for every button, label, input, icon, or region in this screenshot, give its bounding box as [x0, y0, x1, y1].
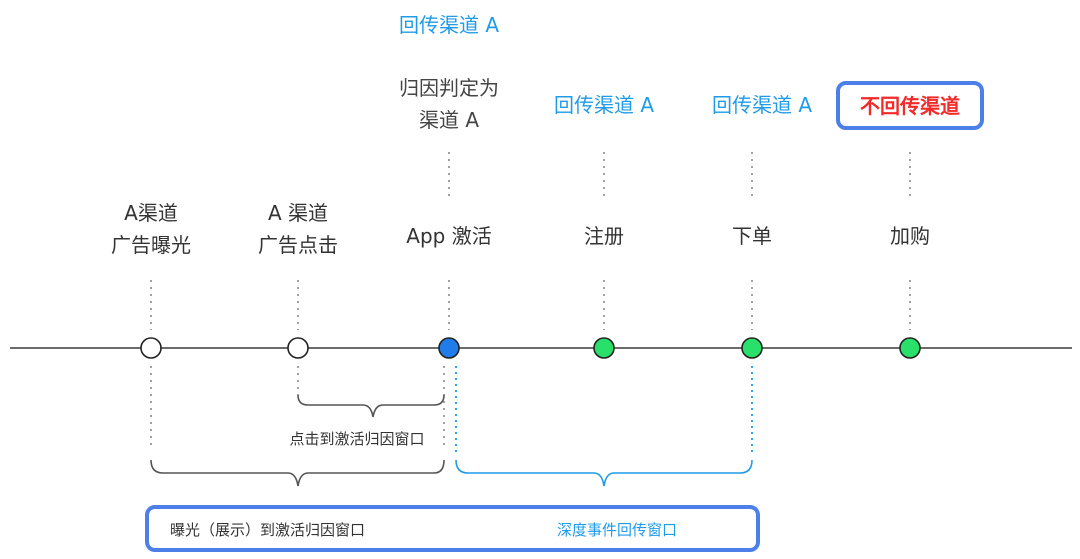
- activation-node: [438, 337, 460, 359]
- activation-status-line-2: 渠道 A: [419, 108, 479, 132]
- order-node: [741, 337, 763, 359]
- activation-return-label: 回传渠道 A: [399, 13, 499, 37]
- add-to-cart-node: [899, 337, 921, 359]
- activation-status-line-1: 归因判定为: [399, 76, 499, 100]
- exposure-label-line-1: A渠道: [124, 201, 178, 225]
- deep-event-window-brace: [455, 459, 753, 487]
- windows-summary-box: [145, 505, 760, 552]
- activation-label: App 激活: [406, 224, 491, 248]
- add-to-cart-label: 加购: [890, 224, 930, 248]
- deep-event-window-label: 深度事件回传窗口: [557, 521, 677, 539]
- order-status-label: 回传渠道 A: [712, 93, 812, 117]
- exposure-window-label: 曝光（展示）到激活归因窗口: [170, 521, 365, 539]
- click-label-line-2: 广告点击: [258, 233, 338, 257]
- register-status-label: 回传渠道 A: [554, 93, 654, 117]
- exposure-label-line-2: 广告曝光: [111, 233, 191, 257]
- exposure-node: [140, 337, 162, 359]
- exposure-window-brace: [150, 459, 445, 487]
- register-label: 注册: [584, 224, 624, 248]
- click-window-brace: [297, 394, 445, 418]
- order-label: 下单: [732, 224, 772, 248]
- click-window-label: 点击到激活归因窗口: [289, 430, 424, 448]
- no-return-box: [836, 81, 984, 130]
- register-node: [593, 337, 615, 359]
- add-to-cart-status-label: 不回传渠道: [860, 94, 960, 118]
- click-label-line-1: A 渠道: [268, 201, 328, 225]
- click-node: [287, 337, 309, 359]
